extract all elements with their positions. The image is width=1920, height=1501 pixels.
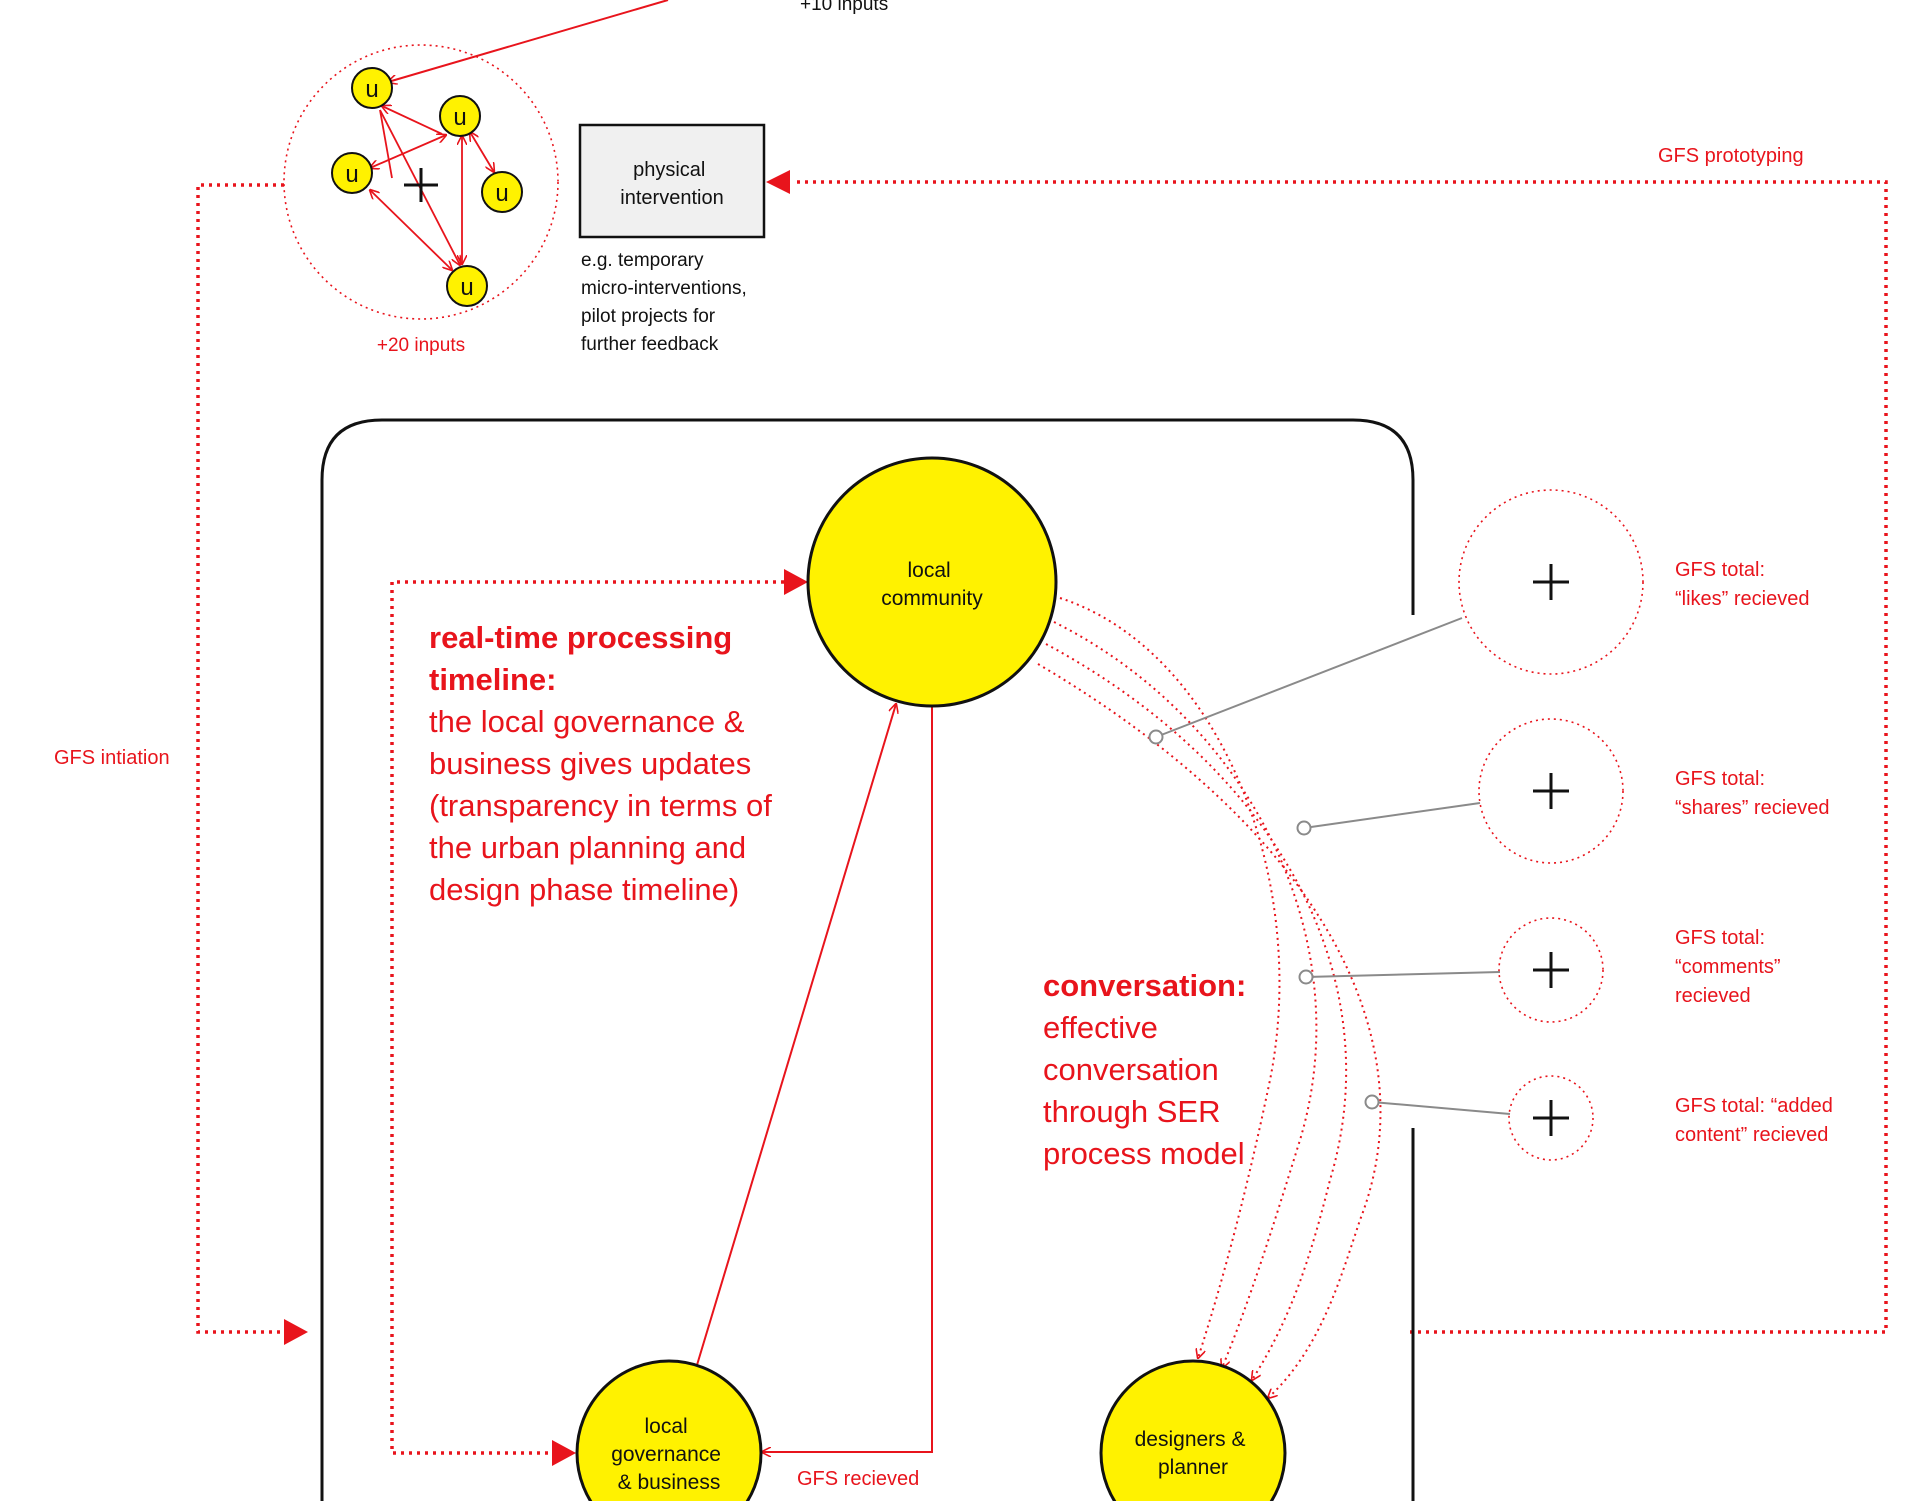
svg-text:u: u: [345, 161, 358, 188]
triangle-arrow-icon: [284, 1319, 308, 1345]
svg-text:u: u: [495, 180, 508, 207]
gfs-comments-aggregate: [1498, 917, 1604, 1023]
designers-planner-node: designers & planner: [1099, 1359, 1287, 1501]
conversation-body: effective conversation through SER proce…: [1043, 1010, 1245, 1171]
svg-text:local governance &: local governance & business: [611, 1415, 727, 1494]
plus-icon: [1533, 773, 1569, 809]
incoming-inputs-arrow: [388, 0, 669, 82]
gfs-initiation-loop: [196, 183, 284, 1334]
realtime-body: the local governance & business gives up…: [429, 704, 780, 907]
svg-text:designers & planner: designers & planner: [1135, 1428, 1252, 1479]
svg-text:u: u: [365, 76, 378, 103]
user-cluster-links: [370, 106, 494, 270]
gfs-prototyping-label: GFS prototyping: [1658, 145, 1804, 167]
user-cluster-circle: [283, 44, 559, 320]
intervention-examples: e.g. temporary micro-interventions, pilo…: [581, 250, 752, 355]
triangle-arrow-icon: [552, 1440, 576, 1466]
local-governance-node: local governance & business: [575, 1359, 763, 1501]
process-frame: [320, 418, 1415, 1501]
update-arrow: [696, 704, 896, 1366]
gfs-total-shares-label: GFS total: “shares” recieved: [1675, 768, 1830, 819]
svg-text:local community: local community: [881, 559, 983, 610]
inputs-20-label: +20 inputs: [377, 335, 465, 356]
gfs-received-label: GFS recieved: [797, 1468, 919, 1490]
conversation-curves: [1037, 597, 1382, 1398]
gfs-prototyping-loop: [794, 180, 1888, 1334]
conversation-heading: conversation:: [1043, 968, 1246, 1003]
local-community-node: local community: [806, 456, 1058, 708]
physical-intervention-box: [578, 123, 766, 239]
gfs-total-comments-label: GFS total: “comments” recieved: [1675, 927, 1786, 1007]
gfs-total-added-content-label: GFS total: “added content” recieved: [1675, 1095, 1838, 1146]
gfs-received-line: [762, 706, 933, 1452]
user-node: u: [331, 152, 373, 194]
gfs-likes-aggregate: [1458, 489, 1644, 675]
gfs-shares-aggregate: [1478, 718, 1624, 864]
gfs-connectors: [1148, 617, 1511, 1115]
user-node: u: [351, 67, 393, 109]
plus-icon: [1533, 1100, 1569, 1136]
gfs-initiation-label: GFS intiation: [54, 747, 170, 769]
physical-intervention-label: physical intervention: [620, 159, 723, 209]
triangle-arrow-icon: [766, 170, 790, 194]
gfs-total-likes-label: GFS total: “likes” recieved: [1675, 559, 1809, 610]
realtime-heading: real-time processing timeline:: [429, 620, 741, 697]
plus-icon: [1533, 952, 1569, 988]
svg-text:u: u: [453, 104, 466, 131]
plus-icon: [1533, 564, 1569, 600]
user-node: u: [439, 95, 481, 137]
svg-text:u: u: [460, 274, 473, 301]
user-node: u: [446, 265, 488, 307]
triangle-arrow-icon: [784, 569, 808, 595]
plus-icon: [404, 168, 438, 202]
gfs-added-content-aggregate: [1508, 1075, 1594, 1161]
inputs-10-label: +10 inputs: [800, 0, 888, 15]
user-node: u: [481, 171, 523, 213]
